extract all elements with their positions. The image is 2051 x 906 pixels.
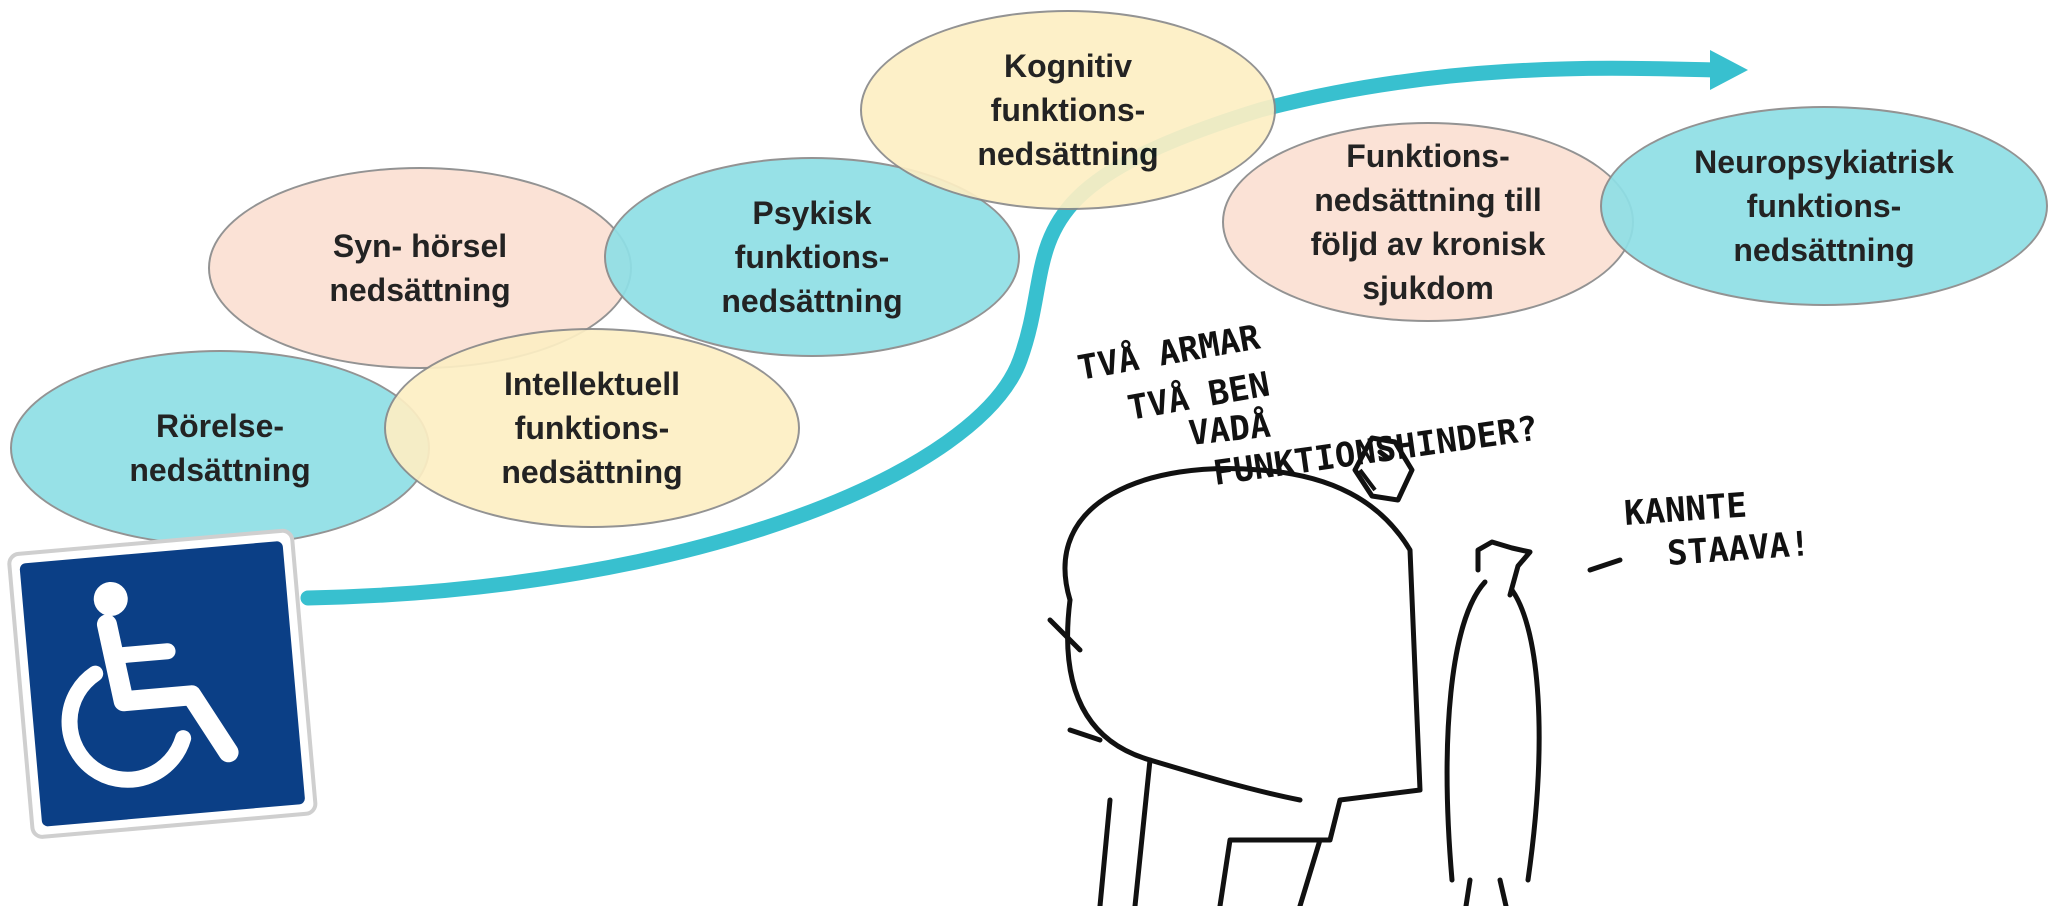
speech-line-3: VADÅ bbox=[1187, 405, 1273, 454]
speech-small-line-2: STAAVA! bbox=[1666, 524, 1812, 574]
bubble-kognitiv: Kognitiv funktions- nedsättning bbox=[860, 10, 1276, 210]
bubble-kronisk-sjukdom: Funktions- nedsättning till följd av kro… bbox=[1222, 122, 1634, 322]
bubble-syn-horsel: Syn- hörsel nedsättning bbox=[208, 167, 632, 369]
bubble-rorelse: Rörelse- nedsättning bbox=[10, 350, 430, 546]
cartoon-illustration: TVÅ ARMAR TVÅ BEN VADÅ FUNKTIONSHINDER? … bbox=[1047, 320, 1812, 906]
large-figure-drawing bbox=[1047, 435, 1423, 906]
small-figure-drawing bbox=[1444, 539, 1623, 906]
wheelchair-symbol-icon bbox=[7, 528, 318, 839]
bubble-neuropsykiatrisk: Neuropsykiatrisk funktions- nedsättning bbox=[1600, 106, 2048, 306]
speech-small-line-1: KANNTE bbox=[1623, 486, 1748, 534]
bubble-intellektuell: Intellektuell funktions- nedsättning bbox=[384, 328, 800, 528]
